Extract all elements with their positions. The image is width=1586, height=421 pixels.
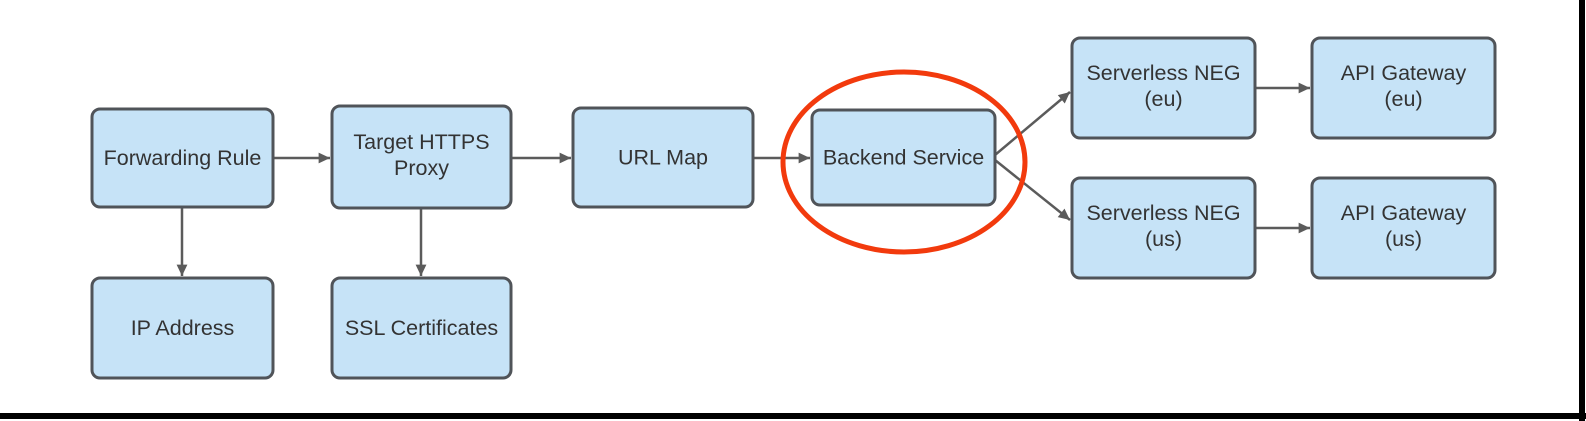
node-label: Forwarding Rule: [104, 146, 262, 170]
node-label: API Gateway: [1341, 201, 1467, 225]
node-label: Target HTTPS: [353, 130, 489, 154]
node-box: [1310, 36, 1497, 140]
node-label: Serverless NEG: [1086, 201, 1240, 225]
node-forwarding-rule: Forwarding Rule: [90, 107, 275, 209]
highlight-ellipse: [780, 69, 1028, 255]
node-label: (us): [1385, 227, 1422, 251]
node-api-gateway-eu: API Gateway (eu): [1310, 36, 1497, 140]
frame-right-line: [1579, 0, 1585, 421]
node-ssl-certificates: SSL Certificates: [330, 276, 513, 380]
node-target-https-proxy: Target HTTPS Proxy: [330, 104, 513, 210]
node-box: [1070, 176, 1257, 280]
node-label: Backend Service: [823, 146, 984, 170]
node-backend-service: Backend Service: [810, 108, 997, 207]
node-url-map: URL Map: [571, 106, 755, 209]
node-box: [571, 106, 755, 209]
node-label: API Gateway: [1341, 61, 1467, 85]
node-serverless-neg-eu: Serverless NEG (eu): [1070, 36, 1257, 140]
node-box: [330, 276, 513, 380]
node-box: [90, 107, 275, 209]
node-label: Serverless NEG: [1086, 61, 1240, 85]
node-label: (eu): [1384, 87, 1422, 111]
node-box: [810, 108, 997, 207]
node-label: (us): [1145, 227, 1182, 251]
arrow-backend-service-to-serverless-neg-eu: [994, 91, 1071, 156]
node-ip-address: IP Address: [90, 276, 275, 380]
arrow-backend-service-to-serverless-neg-us: [994, 159, 1071, 221]
node-label: IP Address: [131, 316, 235, 340]
node-label: URL Map: [618, 146, 708, 170]
node-box: [1310, 176, 1497, 280]
node-label: Proxy: [394, 156, 449, 180]
frame-bottom-line: [0, 413, 1586, 419]
node-box: [330, 104, 513, 210]
node-api-gateway-us: API Gateway (us): [1310, 176, 1497, 280]
node-serverless-neg-us: Serverless NEG (us): [1070, 176, 1257, 280]
node-box: [90, 276, 275, 380]
node-label: SSL Certificates: [345, 316, 498, 340]
node-box: [1070, 36, 1257, 140]
node-label: (eu): [1144, 87, 1182, 111]
